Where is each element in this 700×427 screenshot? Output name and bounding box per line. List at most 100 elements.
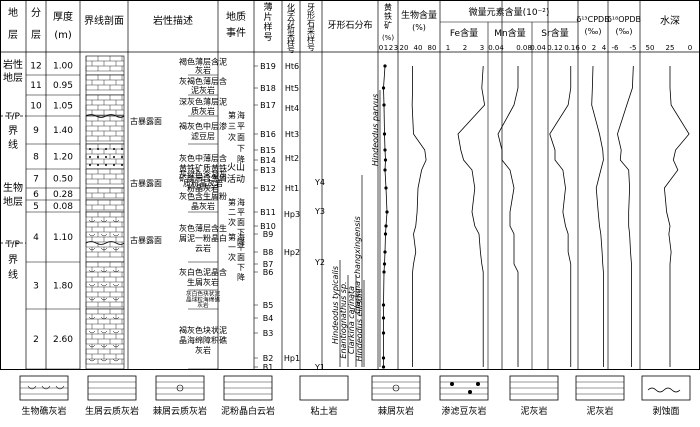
thin-section-label: B1 (263, 363, 274, 372)
thin-section-label: B10 (260, 222, 276, 231)
fossil-symbol (100, 283, 108, 287)
legend-symbol (450, 382, 454, 386)
header-conodont-sample: 牙 (307, 3, 315, 12)
sample-columns: B19B18B17B16B15B14B13B12B11B10B9B8B7B6B5… (254, 62, 325, 372)
stratum-label: 地层 (3, 71, 23, 84)
layer-thickness: 0.28 (53, 190, 73, 200)
header-stratum: 层 (8, 29, 18, 41)
legend-swatch (299, 375, 349, 401)
header-stratum: 地 (8, 6, 18, 19)
header-chem-sample: 析 (287, 23, 295, 33)
thin-section-label: B15 (260, 146, 276, 155)
stratum-label: 生物 (3, 181, 23, 194)
header-pyrite: 矿 (384, 20, 392, 30)
layer-thickness: 0.50 (53, 175, 73, 185)
fossil-symbol (88, 358, 96, 362)
legend-label: 棘屑灰岩 (378, 405, 414, 417)
profile-block (85, 115, 125, 145)
layer-thickness: 1.20 (53, 153, 73, 163)
header-d13c-unit: (‰) (585, 27, 602, 36)
header-mn: Mn含量 (494, 27, 525, 39)
scale-sr: 0.04 (530, 44, 546, 52)
lithology-description: 滤豆层 (191, 131, 215, 141)
scale-sr: 0.12 (547, 44, 563, 52)
layer-number: 10 (30, 102, 42, 112)
event-label: 下 (237, 144, 245, 153)
thin-section-label: B13 (260, 166, 276, 175)
fossil-symbol (88, 283, 96, 287)
scale-bio: 40 (414, 44, 423, 52)
thin-section-label: B6 (263, 268, 274, 277)
fossil-symbol (112, 219, 120, 223)
layer-thickness: 1.80 (53, 282, 73, 292)
pyrite-dot (105, 148, 107, 150)
legend-label: 粘土岩 (310, 405, 337, 417)
pyrite-dot (105, 156, 107, 158)
pyrite-point (383, 64, 387, 68)
erosion-surface (85, 241, 125, 245)
thin-section-label: B16 (260, 130, 276, 139)
column-dividers (25, 0, 641, 369)
lithology-description: 屑泥一粉晶白 (179, 233, 227, 243)
pyrite-dot (97, 148, 99, 150)
stratum-boundary: 线 (8, 138, 18, 151)
event-label: 第 (228, 197, 236, 207)
scale-d18o: -6 (612, 44, 620, 52)
fossil-symbol (100, 269, 108, 273)
layer-thickness: 0.95 (53, 81, 73, 91)
stratum-boundary: 线 (8, 268, 18, 281)
water-depth-line (663, 66, 690, 367)
event-label: 海 (237, 232, 245, 242)
event-label: 下 (237, 263, 245, 272)
pyrite-point (383, 250, 387, 254)
scale-pyrite: 0 (379, 44, 383, 52)
fossil-symbol (88, 316, 96, 320)
fossil-symbol (100, 297, 108, 301)
thin-section-label: B12 (260, 184, 276, 193)
event-label: 降 (237, 272, 245, 282)
layer-thickness: 1.00 (53, 62, 73, 72)
fossil-symbol (100, 330, 108, 334)
thin-section-label: B4 (263, 314, 274, 323)
legend: 生物礁灰岩生屑云质灰岩棘屑云质灰岩泥粉晶白云岩粘土岩棘屑灰岩渗滤豆灰岩泥灰岩泥灰… (19, 375, 691, 417)
thin-section-label: B8 (263, 248, 274, 257)
header-fe: Fe含量 (450, 27, 478, 39)
chem-sample-label: Hp2 (284, 248, 300, 257)
lithology-description: 褐色薄层含泥 (179, 57, 227, 67)
header-conodont-sample: 石 (307, 19, 315, 28)
legend-symbol (647, 387, 681, 393)
fossil-symbol (112, 344, 120, 348)
layer-number: 7 (33, 175, 39, 185)
lithology-description: 质粉晶灰岩 (183, 178, 223, 188)
exposure-label: 古暴露面 (130, 178, 162, 188)
layer-thickness: 1.05 (53, 102, 73, 112)
legend-symbol (41, 385, 51, 390)
chem-sample-label: Ht5 (285, 84, 299, 93)
header-d13c: δ¹³CPDB (576, 15, 609, 24)
thin-section-label: B17 (260, 101, 276, 110)
lithology-description: 灰色薄层含生 (179, 223, 227, 233)
event-label: 降 (237, 237, 245, 247)
fossil-symbol (88, 297, 96, 301)
conodont-sample-label: Y1 (314, 363, 325, 372)
header-event: 地质 (226, 10, 246, 23)
pyrite-dot (97, 164, 99, 166)
fossil-symbol (88, 219, 96, 223)
fossil-symbol (88, 233, 96, 237)
fossil-symbol (112, 297, 120, 301)
header-chem-sample: 学 (287, 9, 295, 19)
thin-section-label: B19 (260, 62, 276, 71)
lithology-description: 黄铁矿质黄铁 (179, 163, 227, 173)
scale-d18o: -5 (630, 44, 637, 52)
event-label: 海 (237, 110, 245, 120)
layer-number: 6 (33, 190, 39, 200)
fossil-symbol (88, 330, 96, 334)
header-trace: 微量元素含量(10⁻²) (469, 6, 550, 18)
lithology-description: 泥灰岩 (191, 85, 215, 95)
chem-sample-label: Ht4 (285, 104, 299, 113)
scale-pyrite: 3 (394, 44, 398, 52)
thin-section-label: B18 (260, 84, 276, 93)
fossil-symbol (112, 330, 120, 334)
